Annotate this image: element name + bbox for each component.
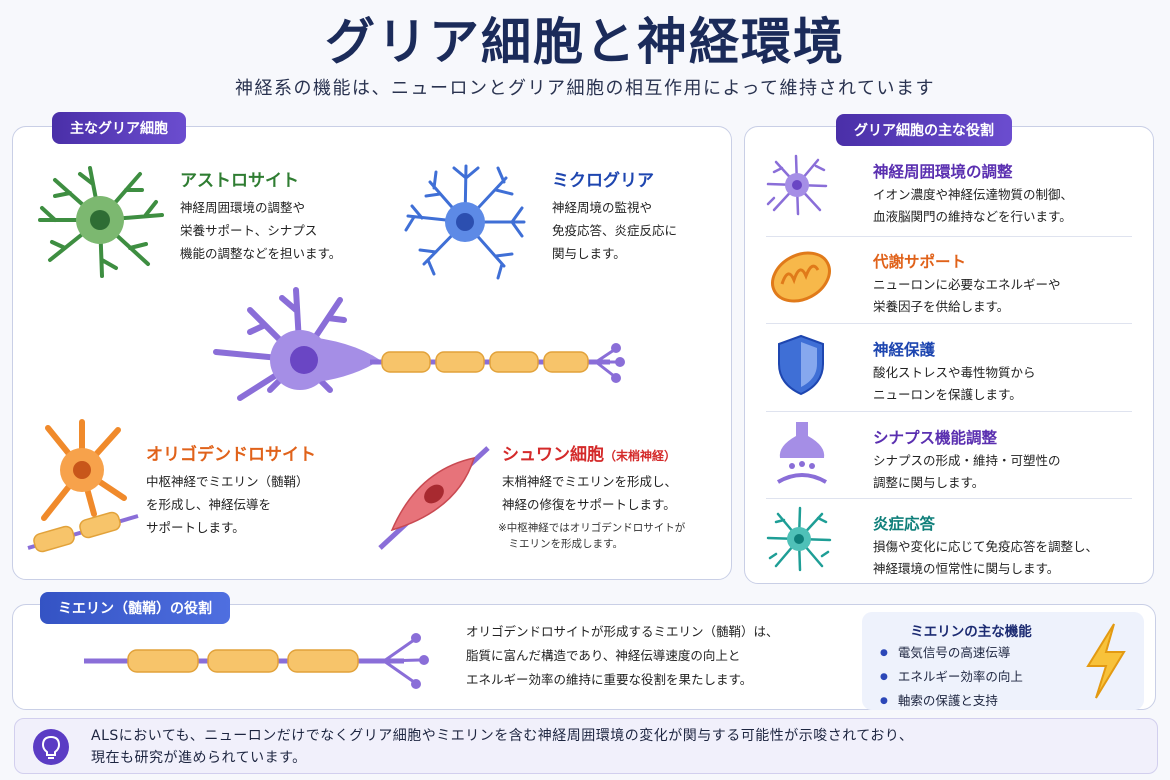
role-item-inflammation: 炎症応答 損傷や変化に応じて免疫応答を調整し、 神経環境の恒常性に関与します。 <box>760 500 1132 584</box>
role-item-environment: 神経周囲環境の調整 イオン濃度や神経伝達物質の制御、 血液脳関門の維持などを行い… <box>760 148 1132 232</box>
footer-text: ALSにおいても、ニューロンだけでなくグリア細胞やミエリンを含む神経周囲環境の変… <box>91 728 914 766</box>
lightbulb-glyph <box>41 735 61 759</box>
lightning-icon <box>1086 623 1126 699</box>
role-desc-protection: 酸化ストレスや毒性物質から ニューロンを保護します。 <box>873 365 1036 402</box>
myelin-desc: オリゴデンドロサイトが形成するミエリン（髄鞘）は、 脂質に富んだ構造であり、神経… <box>466 624 779 687</box>
myelin-label: ミエリン（髄鞘）の役割 <box>40 592 230 624</box>
role-divider <box>766 411 1132 412</box>
schwann-desc: 末梢神経でミエリンを形成し、 神経の修復をサポートします。 <box>502 474 678 512</box>
myelin-functions-title: ミエリンの主な機能 <box>910 624 1032 640</box>
role-desc-metabolism: ニューロンに必要なエネルギーや 栄養因子を供給します。 <box>873 277 1061 314</box>
schwann-title-main: シュワン細胞 <box>502 445 604 465</box>
role-divider <box>766 498 1132 499</box>
role-desc-synapse: シナプスの形成・維持・可塑性の 調整に関与します。 <box>873 453 1061 490</box>
schwann-note: ※中枢神経ではオリゴデンドロサイトが ミエリンを形成します。 <box>498 522 686 550</box>
page-subtitle: 神経系の機能は、ニューロンとグリア細胞の相互作用によって維持されています <box>234 78 936 99</box>
role-item-synapse: シナプス機能調整 シナプスの形成・維持・可塑性の 調整に関与します。 <box>760 414 1132 498</box>
synapse-icon <box>776 422 828 484</box>
mitochondria-icon <box>771 251 831 303</box>
oligodendrocyte-title: オリゴデンドロサイト <box>146 445 316 465</box>
main-cells-label: 主なグリア細胞 <box>52 112 186 144</box>
role-title-synapse: シナプス機能調整 <box>873 429 998 447</box>
schwann-title-sub: （末梢神経） <box>604 449 677 463</box>
schwann-title: シュワン細胞（末梢神経） <box>502 440 676 465</box>
role-desc-inflammation: 損傷や変化に応じて免疫応答を調整し、 神経環境の恒常性に関与します。 <box>873 539 1099 576</box>
neuron-icon <box>213 287 625 401</box>
myelin-axon-icon <box>84 633 429 689</box>
role-title-protection: 神経保護 <box>873 341 936 359</box>
oligodendrocyte-icon <box>27 419 139 553</box>
page-title: グリア細胞と神経環境 <box>325 13 845 71</box>
microglia-desc: 神経周境の監視や 免疫応答、炎症反応に 関与します。 <box>552 200 678 261</box>
astrocyte-title: アストロサイト <box>180 171 299 191</box>
role-title-inflammation: 炎症応答 <box>873 515 936 533</box>
oligodendrocyte-desc: 中枢神経でミエリン（髄鞘） を形成し、神経伝導を サポートします。 <box>146 474 309 535</box>
myelin-function-item: 電気信号の高速伝導 <box>880 642 1023 666</box>
role-item-protection: 神経保護 酸化ストレスや毒性物質から ニューロンを保護します。 <box>760 326 1132 410</box>
myelin-functions-list: 電気信号の高速伝導 エネルギー効率の向上 軸索の保護と支持 <box>880 642 1023 714</box>
roles-label: グリア細胞の主な役割 <box>836 114 1012 146</box>
role-item-metabolism: 代謝サポート ニューロンに必要なエネルギーや 栄養因子を供給します。 <box>760 238 1132 322</box>
myelin-functions-box: ミエリンの主な機能 電気信号の高速伝導 エネルギー効率の向上 軸索の保護と支持 <box>862 612 1144 710</box>
role-divider <box>766 323 1132 324</box>
microglia-teal-icon <box>766 506 832 572</box>
myelin-function-item: エネルギー効率の向上 <box>880 666 1023 690</box>
footer-note: ALSにおいても、ニューロンだけでなくグリア細胞やミエリンを含む神経周囲環境の変… <box>14 718 1158 774</box>
microglia-icon <box>404 164 526 280</box>
lightbulb-icon <box>33 729 69 765</box>
glial-cell-icon <box>766 154 828 216</box>
astrocyte-desc: 神経周囲環境の調整や 栄養サポート、シナプス 機能の調整などを担います。 <box>180 200 342 261</box>
schwann-cell-icon <box>378 446 490 550</box>
myelin-function-item: 軸索の保護と支持 <box>880 690 1023 714</box>
role-divider <box>766 236 1132 237</box>
role-title-metabolism: 代謝サポート <box>873 253 967 271</box>
role-title-environment: 神経周囲環境の調整 <box>873 163 1013 181</box>
shield-icon <box>778 334 824 396</box>
microglia-title: ミクログリア <box>552 171 654 191</box>
role-desc-environment: イオン濃度や神経伝達物質の制御、 血液脳関門の維持などを行います。 <box>873 187 1074 224</box>
astrocyte-icon <box>38 166 164 278</box>
